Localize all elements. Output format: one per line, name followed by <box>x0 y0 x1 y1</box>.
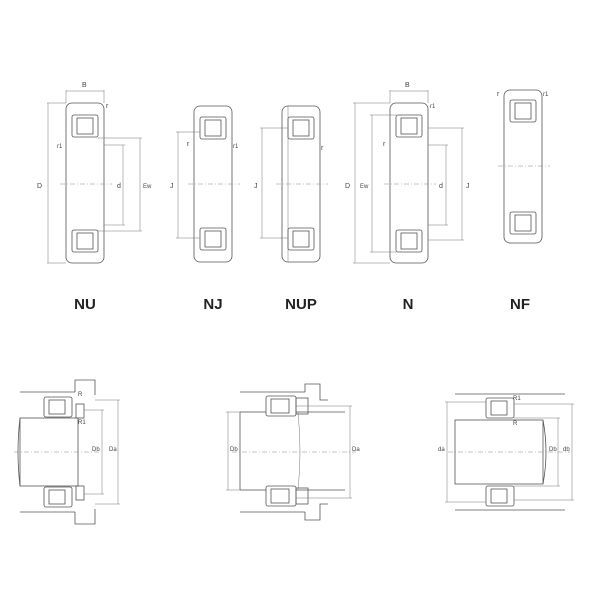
nu-r1-label: r1 <box>57 144 63 150</box>
nj-bearing-drawing <box>176 105 240 263</box>
n-ew-label: Ew <box>360 184 369 190</box>
nu-ew-label: Ew <box>143 184 152 190</box>
type-label-nj: NJ <box>203 296 222 313</box>
m3-db-label: Db <box>549 447 557 453</box>
mounting-drawing-3 <box>445 393 574 511</box>
nu-bearing-drawing <box>47 90 142 264</box>
m1-da-label: Da <box>109 447 117 453</box>
m2-da-label: Da <box>352 447 360 453</box>
type-label-nu: NU <box>74 296 96 313</box>
m1-r1-label: R1 <box>78 420 86 426</box>
type-label-nup: NUP <box>285 296 317 313</box>
n-bearing-drawing <box>353 90 464 264</box>
n-d-outer-label: D <box>345 183 350 190</box>
nu-d-outer-label: D <box>37 183 42 190</box>
nj-r-label: r <box>187 141 190 148</box>
nup-j-label: J <box>254 183 258 190</box>
nj-j-label: J <box>170 183 174 190</box>
nj-r1-label: r1 <box>233 144 239 150</box>
nu-b-label: B <box>82 82 87 89</box>
m3-dd-label: db <box>563 447 570 453</box>
n-d-bore-label: d <box>439 183 443 190</box>
m1-db-label: Db <box>92 447 100 453</box>
nup-r-label: r <box>321 145 324 152</box>
type-label-nf: NF <box>510 296 530 313</box>
m3-r1-label: R1 <box>513 396 521 402</box>
m3-da-label: da <box>438 447 445 453</box>
n-r1-label: r1 <box>430 104 436 110</box>
nf-r-label: r <box>497 91 500 98</box>
mounting-drawing-2 <box>226 383 356 521</box>
m2-db-label: Db <box>230 447 238 453</box>
n-r-label: r <box>383 141 386 148</box>
m1-r-label: R <box>78 392 83 398</box>
n-j-label: J <box>466 183 470 190</box>
nu-d-bore-label: d <box>117 183 121 190</box>
nu-r-label: r <box>106 103 109 110</box>
nf-bearing-drawing <box>498 89 550 244</box>
mounting-drawing-1 <box>14 379 120 525</box>
n-b-label: B <box>405 82 410 89</box>
nf-r1-label: r1 <box>543 92 549 98</box>
m3-r-label: R <box>513 421 518 427</box>
nup-bearing-drawing <box>260 105 328 263</box>
type-label-n: N <box>403 296 414 313</box>
